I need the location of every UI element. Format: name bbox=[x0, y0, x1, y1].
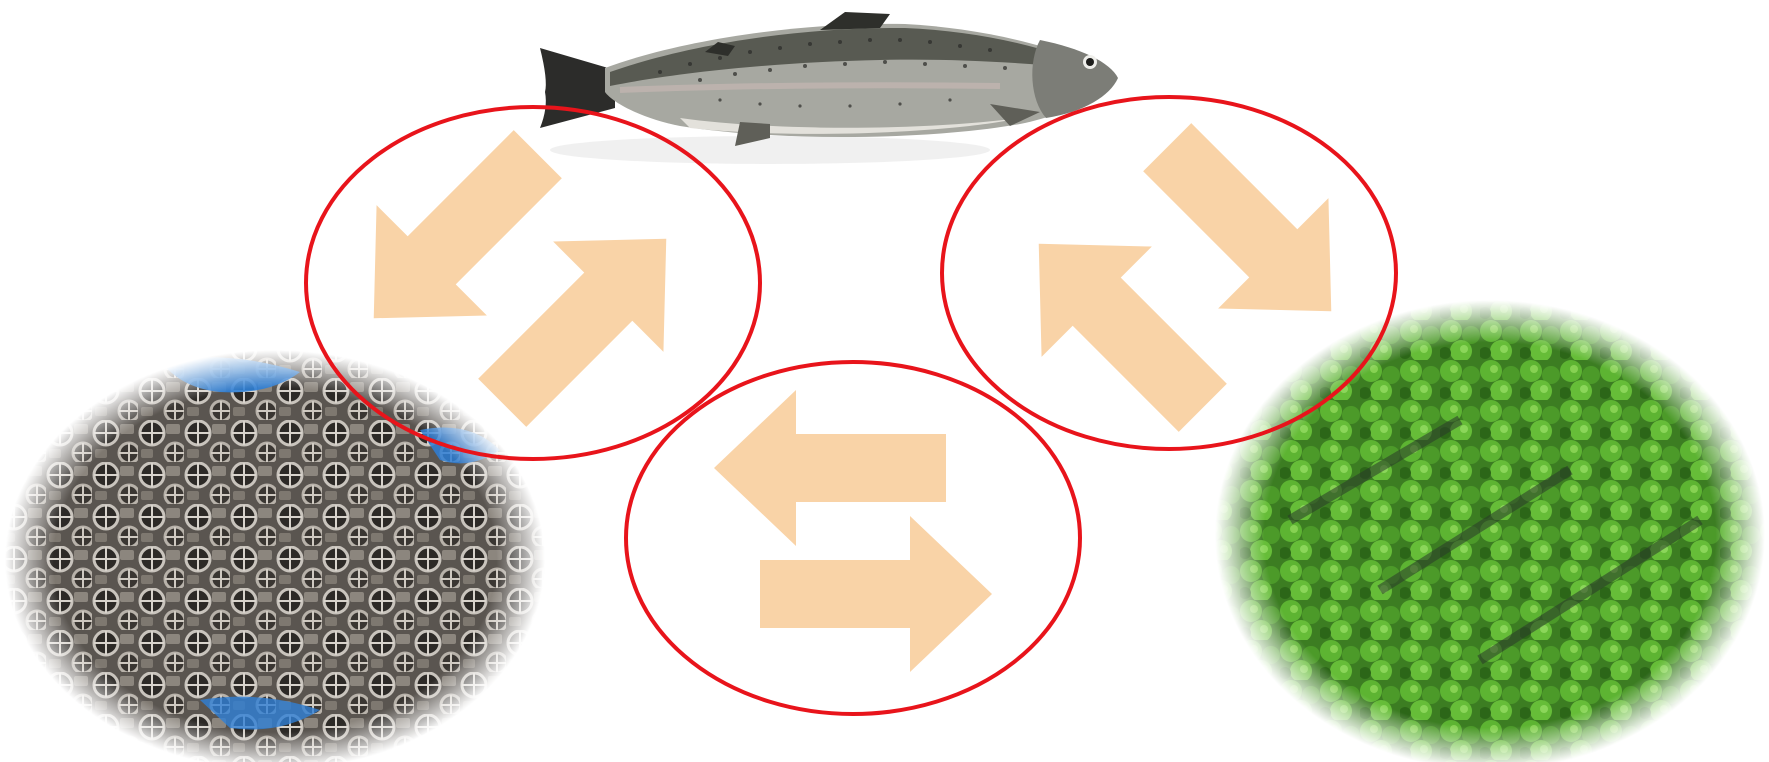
biofilter-plants-exchange bbox=[626, 362, 1080, 714]
exchange-ring bbox=[626, 362, 1080, 714]
lettuce-crop-photo bbox=[1200, 290, 1769, 762]
biofilter-media-photo bbox=[0, 340, 560, 762]
trout-photo bbox=[540, 12, 1118, 164]
